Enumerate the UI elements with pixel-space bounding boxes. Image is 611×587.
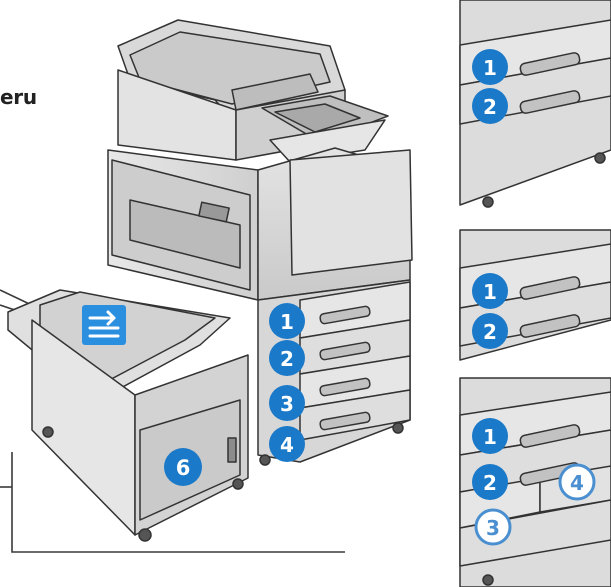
config-c-badge-3: 3: [486, 516, 500, 540]
badge-tray-2-label: 2: [280, 347, 294, 371]
badge-tray-4: [269, 426, 305, 462]
config-c-badges: 1 2 3 4: [472, 418, 596, 546]
badge-tray-3: [269, 385, 305, 421]
main-printer: [7, 19, 413, 542]
main-tray-badges: 1 2 3 4 6: [164, 303, 305, 486]
config-b-badges: 1 2: [472, 273, 508, 349]
config-a-badge-2: 2: [483, 95, 497, 119]
config-c-badge-2: 2: [483, 471, 497, 495]
partial-callout-label: eru: [0, 85, 37, 109]
badge-tray-4-label: 4: [280, 433, 294, 457]
config-b-badge-1: 1: [483, 280, 497, 304]
badge-tray-2: [269, 340, 305, 376]
config-c-badge-1: 1: [483, 425, 497, 449]
badge-tray-1: [269, 303, 305, 339]
badge-tray-6-label: 6: [176, 456, 191, 480]
badge-tray-1-label: 1: [280, 310, 294, 334]
config-a-badge-1: 1: [483, 56, 497, 80]
config-c-badge-4: 4: [570, 471, 584, 495]
config-a-badges: 1 2: [472, 49, 508, 124]
bypass-tray-icon: [82, 305, 126, 345]
badge-tray-6: [164, 448, 202, 486]
config-b-badge-2: 2: [483, 320, 497, 344]
badge-tray-3-label: 3: [280, 392, 294, 416]
